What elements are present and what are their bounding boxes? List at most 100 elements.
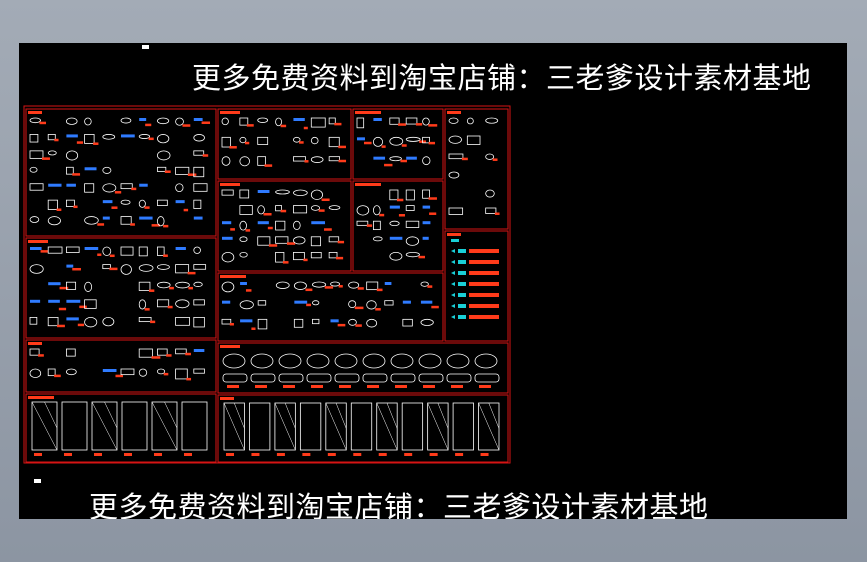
fixture-symbol [239,251,248,258]
fixture-symbol [389,156,402,162]
fixture-accent [330,319,339,323]
fixture-label [264,164,273,167]
fixture-label [185,352,191,356]
fixture-accent [102,200,113,204]
fixture-accent [30,299,41,303]
fixture-symbol [485,117,499,124]
panel-frame [25,237,217,339]
fixture-label [427,285,433,288]
fixture-symbol [66,368,77,376]
fixture-symbol [448,117,459,124]
fixture-symbol [138,316,152,323]
fixture-symbol [157,368,166,375]
legend-title [451,239,459,242]
fixture-symbol [366,300,377,310]
fixture-symbol [66,246,80,253]
panel-label [455,453,464,456]
fixture-symbol [156,264,170,270]
fixture-label [336,256,344,260]
panel-label [184,453,192,456]
fixture-symbol [29,166,38,173]
fixture-symbol [102,134,116,140]
fixture-label [280,124,287,128]
fixture-label [163,372,169,376]
panel-title-label [28,396,54,399]
fixture-label [229,323,234,326]
drawing-canvas[interactable]: 更多免费资料到淘宝店铺：三老爹设计素材基地 更多免费资料到淘宝店铺：三老爹设计素… [19,43,847,519]
fixture-symbol [66,199,75,207]
fixture-accent [406,156,417,160]
bathtub-symbol [446,353,470,369]
fixture-symbol [84,281,93,292]
fixture-symbol [422,136,430,144]
fixture-symbol [138,348,153,358]
fixture-label [202,154,209,157]
fixture-symbol [102,264,111,270]
fixture-symbol [348,300,357,309]
fixture-symbol [47,216,61,226]
fixture-accent [422,205,431,209]
fixture-symbol [239,156,250,167]
fixture-symbol [239,236,248,243]
fixture-label [251,327,256,330]
fixture-accent [193,118,203,121]
fixture-accent [84,167,97,171]
fixture-label [280,209,287,213]
fixture-symbol [372,205,381,216]
panel-label [353,453,362,456]
fixture-label [56,208,62,212]
door-panel-symbol [427,402,449,451]
fixture-symbol [312,281,327,288]
bathtub-label [423,385,435,388]
fixture-symbol [384,300,394,306]
fixture-label [40,250,48,253]
fixture-symbol [239,189,250,199]
fixture-accent [66,299,81,303]
panel-frame [25,108,217,237]
panel-title-label [355,183,381,186]
fixture-symbol [275,220,286,231]
fixture-label [263,212,272,216]
fixture-symbol [239,117,249,126]
fixture-symbol [29,316,38,325]
fixture-symbol [156,199,168,206]
fixture-label [398,214,405,217]
fixture-label [428,124,438,127]
fixture-symbol [175,348,187,355]
bathtub-elevation [390,373,416,383]
panel-title-label [447,111,461,114]
fixture-symbol [389,117,400,125]
panel-frame [352,108,444,180]
fixture-symbol [47,316,59,327]
fixture-symbol [356,205,370,216]
fixture-symbol [372,136,383,147]
fixture-label [76,141,84,144]
legend-marker [451,315,455,319]
fixture-label [163,224,169,228]
fixture-label [144,308,150,311]
panel-title-label [220,111,240,114]
fixture-symbol [405,117,418,125]
fixture-symbol [372,220,381,231]
fixture-symbol [466,135,481,145]
fixture-symbol [138,246,148,257]
fixture-symbol [175,117,184,126]
fixture-label [169,286,174,290]
fixture-label [357,287,364,290]
panel-label [251,453,260,456]
fixture-symbol [120,368,135,376]
fixture-label [148,137,154,141]
fixture-label [418,255,426,259]
fixture-symbol [239,300,254,310]
fixture-label [201,121,211,124]
fixture-label [384,163,393,167]
bathtub-label [227,385,239,388]
fixture-label [303,126,308,130]
fixture-label [334,122,342,126]
fixture-symbol [293,251,305,261]
fixture-label [144,206,150,209]
fixture-label [38,354,44,357]
fixture-symbol [293,220,301,230]
door-panel-symbol [61,401,88,451]
fixture-label [59,286,69,290]
